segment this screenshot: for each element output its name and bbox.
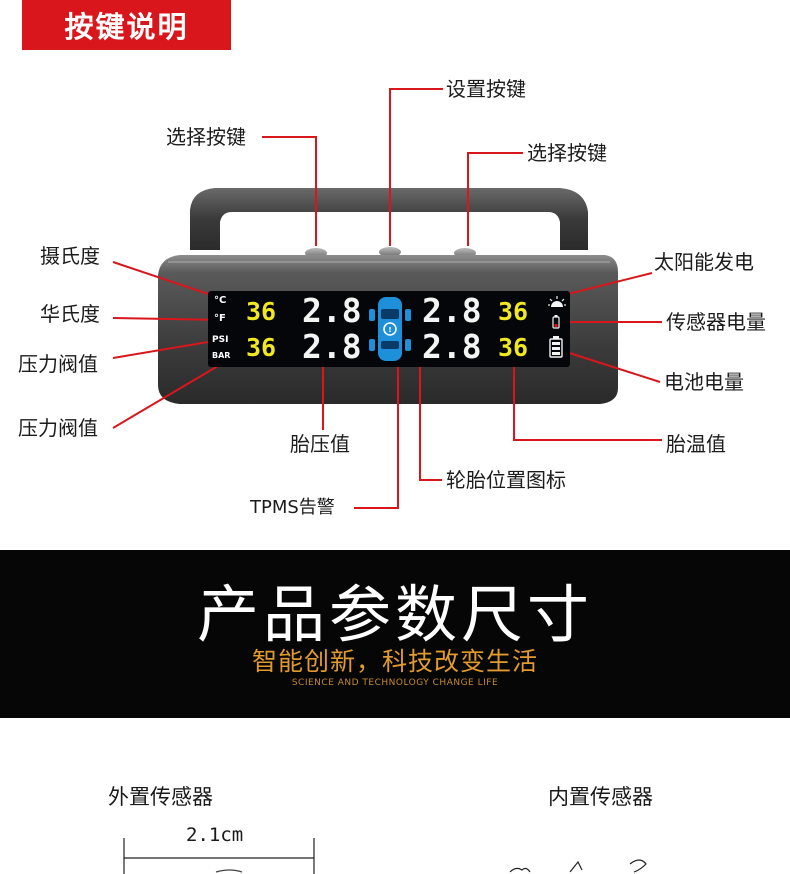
solar-icon [548, 296, 566, 307]
sensor-battery-icon [552, 315, 560, 329]
svg-text:!: ! [388, 326, 391, 334]
fahrenheit-unit: °F [214, 313, 226, 324]
label-select-key-right: 选择按键 [527, 141, 607, 165]
internal-sensor-sketch [509, 859, 647, 873]
pressure-bottom-right: 2.8 [422, 327, 482, 366]
label-select-key-left: 选择按键 [166, 125, 246, 149]
section-badge: 按键说明 [22, 0, 231, 50]
bar-unit: BAR [212, 351, 231, 360]
psi-unit: PSI [212, 335, 229, 345]
label-internal-sensor: 内置传感器 [548, 785, 653, 809]
label-tire-temp: 胎温值 [666, 432, 726, 456]
product-spec-banner: 产品参数尺寸 智能创新，科技改变生活 SCIENCE AND TECHNOLOG… [0, 550, 790, 718]
dimension-line [123, 838, 315, 874]
label-set-key: 设置按键 [446, 77, 526, 101]
temp-bottom-right: 36 [498, 333, 529, 362]
label-pressure-threshold-2: 压力阀值 [18, 416, 98, 440]
label-pressure-threshold-1: 压力阀值 [18, 352, 98, 376]
label-fahrenheit: 华氏度 [40, 302, 100, 326]
label-external-sensor: 外置传感器 [108, 785, 213, 809]
label-sensor-battery: 传感器电量 [666, 310, 766, 334]
lcd-display: °C °F PSI BAR 36 2.8 2.8 36 36 2.8 2.8 3… [208, 291, 570, 367]
temp-top-left: 36 [246, 297, 277, 326]
celsius-unit: °C [214, 295, 227, 306]
label-tire-pressure: 胎压值 [290, 432, 350, 456]
banner-title: 产品参数尺寸 [196, 578, 593, 651]
battery-icon [549, 336, 563, 358]
set-button-shape [379, 247, 401, 257]
pressure-top-right: 2.8 [422, 291, 482, 330]
banner-subtitle: 智能创新，科技改变生活 [251, 647, 538, 676]
temp-bottom-left: 36 [246, 333, 277, 362]
label-tpms-alarm: TPMS告警 [250, 497, 335, 518]
banner-english-slogan: SCIENCE AND TECHNOLOGY CHANGE LIFE [291, 678, 499, 688]
temp-top-right: 36 [498, 297, 529, 326]
label-celsius: 摄氏度 [40, 244, 100, 268]
label-battery-level: 电池电量 [664, 370, 744, 394]
pressure-bottom-left: 2.8 [302, 327, 362, 366]
label-solar-power: 太阳能发电 [654, 250, 754, 274]
width-dimension-label: 2.1cm [186, 824, 244, 846]
pressure-top-left: 2.8 [302, 291, 362, 330]
label-tire-position-icon: 轮胎位置图标 [446, 468, 566, 492]
car-tire-position-icon: ! [369, 297, 411, 361]
